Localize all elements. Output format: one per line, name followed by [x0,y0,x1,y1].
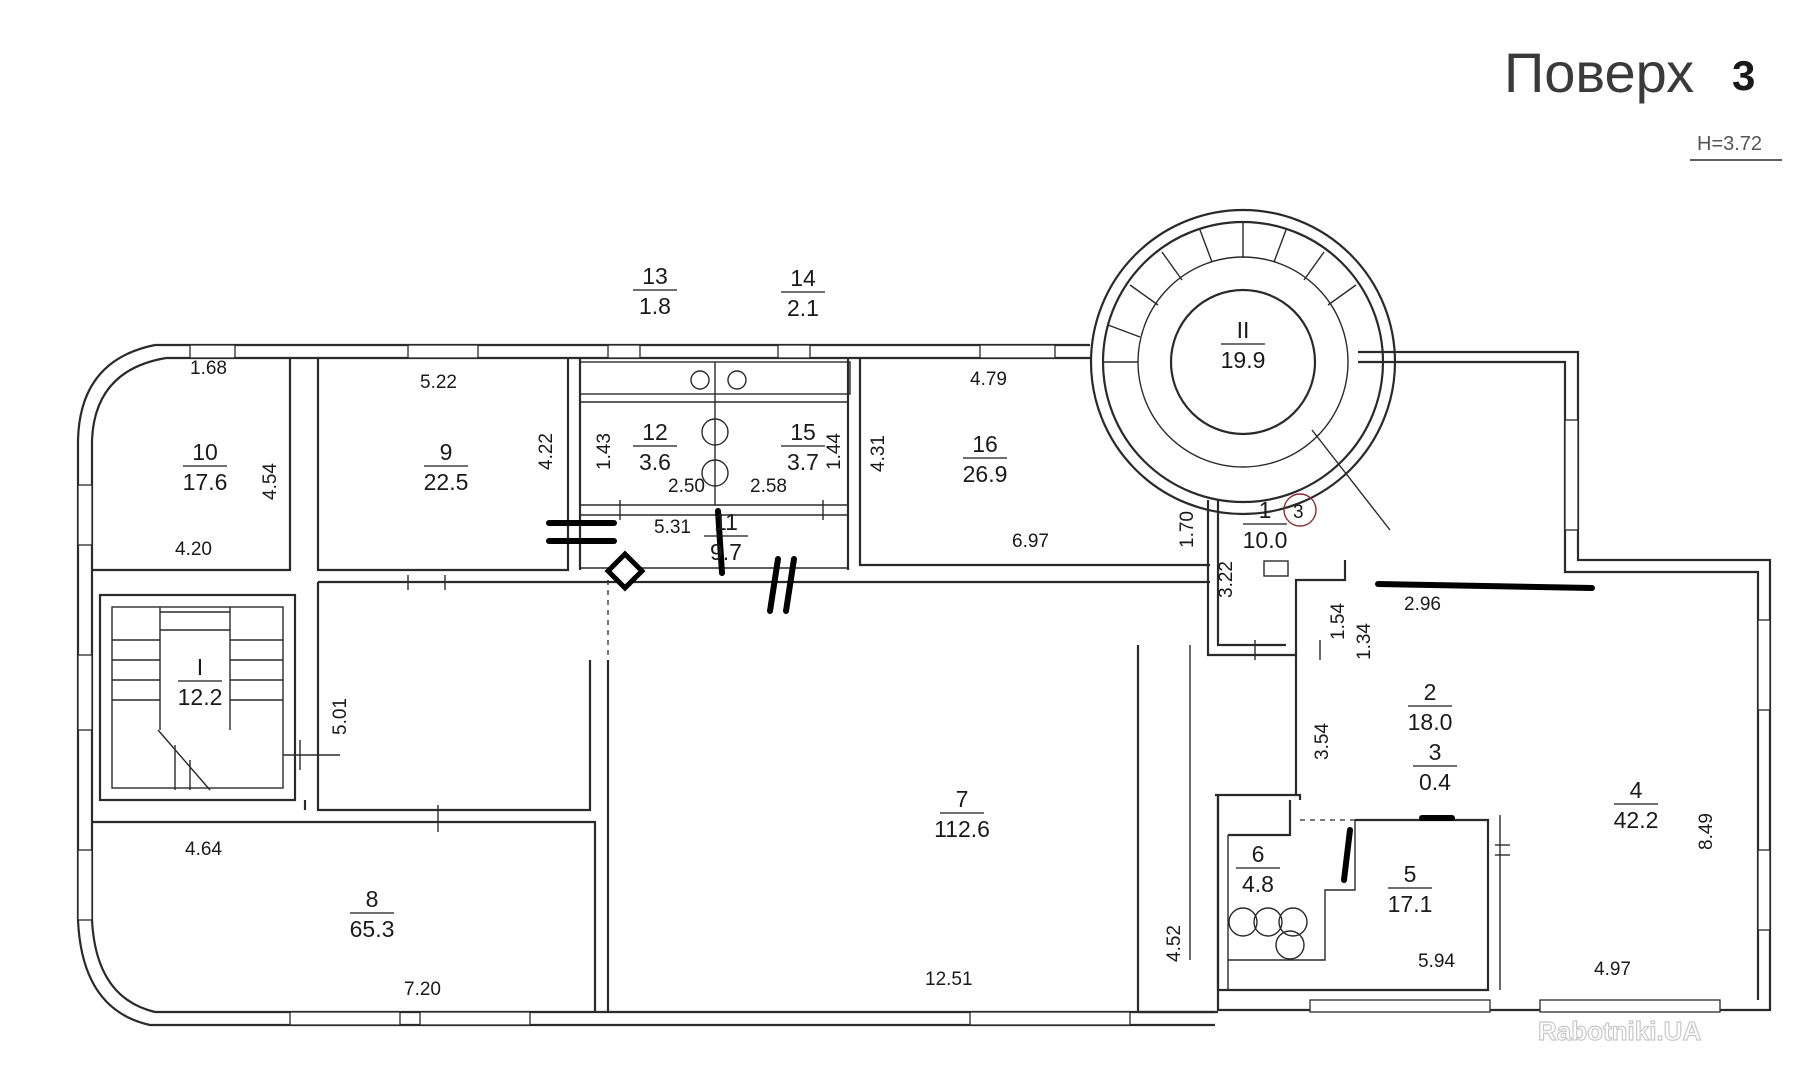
room-number: 1 [1259,497,1272,523]
dimension-label: 4.54 [260,463,281,500]
room-number: 8 [366,886,379,912]
fixtures [690,370,1308,960]
room-area: 9.7 [710,539,742,565]
room-number: 12 [642,419,668,445]
room-number: II [1237,317,1250,343]
spiral-stair-II [1089,208,1397,531]
room-number: I [197,654,203,680]
room-label-10: 10 17.6 [183,439,228,495]
room-area: 0.4 [1419,769,1451,795]
room-number: 7 [956,786,969,812]
room-label-7: 7 112.6 [934,786,990,842]
room-number: 14 [790,265,816,291]
dimension-label: 5.01 [330,698,351,735]
outer-walls [76,343,1772,1027]
room-area: 12.2 [178,684,223,710]
dimension-label: 4.64 [185,839,222,860]
windows [77,344,1771,1026]
room-area: 42.2 [1614,807,1659,833]
room-number: 10 [192,439,218,465]
room-area: 18.0 [1408,709,1453,735]
dimension-labels: 1.68 5.22 4.79 4.54 4.22 1.43 1.44 4.31 2.50 2.58… [175,358,1717,1000]
room-area: 112.6 [934,816,990,842]
room-number: 3 [1429,739,1442,765]
room-number: 13 [642,263,668,289]
room-area: 3.6 [639,449,671,475]
watermark-text: Rabotniki.UA [1538,1016,1701,1046]
dimension-label: 1.68 [190,358,227,379]
room-number: 15 [790,419,816,445]
room-label-12: 123.6 [633,419,677,475]
room-label-13: 131.8 [633,263,677,319]
room-label-1: 110.0 [1243,497,1288,553]
dimension-label: 7.20 [404,979,441,1000]
dimension-label: 5.94 [1418,951,1455,972]
room-label-II: II 19.9 [1221,317,1266,373]
dimension-label: 1.34 [1354,623,1375,660]
floor-number: 3 [1732,52,1755,99]
room-number: 4 [1630,777,1643,803]
room-label-2: 218.0 [1408,679,1453,735]
room-label-14: 142.1 [781,265,825,321]
room-label-16: 16 26.9 [963,431,1008,487]
door-marks [283,500,1510,856]
room-area: 3.7 [787,449,819,475]
dimension-label: 2.50 [668,476,705,497]
room-label-6: 64.8 [1236,841,1280,897]
ceiling-height-label: H=3.72 [1697,133,1762,155]
room-number: 5 [1404,861,1417,887]
annotation-strokes [546,508,1595,883]
dimension-label: 4.97 [1594,959,1631,980]
dimension-label: 5.22 [420,372,457,393]
dimension-label: 2.58 [750,476,787,497]
room-label-15: 153.7 [781,419,825,475]
room-number: 2 [1424,679,1437,705]
dimension-label: 1.54 [1328,603,1349,640]
dimension-label: 1.44 [824,433,845,470]
room-label-3: 30.4 [1413,739,1457,795]
room-area: 4.8 [1242,871,1274,897]
room-area: 10.0 [1243,527,1288,553]
room-area: 19.9 [1221,347,1266,373]
dimension-label: 4.52 [1164,925,1185,962]
room-number: 9 [440,439,453,465]
room-area: 65.3 [350,916,395,942]
room-number: 16 [972,431,998,457]
room-labels: 1017.6922.5123.6131.8142.1153.7119.71626… [178,263,1659,942]
dimension-label: 3.54 [1312,723,1333,760]
room-number: 6 [1252,841,1265,867]
dimension-label: 5.31 [654,517,691,538]
dimension-label: 4.20 [175,539,212,560]
dimension-label: 1.43 [594,433,615,470]
room-label-9: 922.5 [424,439,469,495]
room-area: 17.6 [183,469,228,495]
dimension-label: 1.70 [1177,511,1198,548]
room-label-I: I 12.2 [178,654,223,710]
room-label-8: 865.3 [350,886,395,942]
interior-walls [92,358,1501,1014]
circled-mark [1283,493,1317,527]
room-label-4: 442.2 [1614,777,1659,833]
dimension-label: 6.97 [1012,531,1049,552]
dimension-label: 12.51 [925,969,973,990]
circled-mark-label: 3 [1293,502,1304,523]
dimension-label: 4.31 [868,435,889,472]
dimension-label: 2.96 [1404,594,1441,615]
room-area: 26.9 [963,461,1008,487]
room-label-11: 119.7 [704,509,748,565]
stair-I [112,607,283,791]
plan-title: Поверх [1504,41,1694,104]
room-area: 17.1 [1388,891,1433,917]
room-area: 2.1 [787,295,819,321]
dimension-label: 4.79 [970,369,1007,390]
dimension-label: 4.22 [536,433,557,470]
room-area: 1.8 [639,293,671,319]
dimension-label: 8.49 [1696,813,1717,850]
room-area: 22.5 [424,469,469,495]
dimension-label: 3.22 [1216,561,1237,598]
room-number: 11 [714,509,738,535]
room-label-5: 517.1 [1388,861,1433,917]
